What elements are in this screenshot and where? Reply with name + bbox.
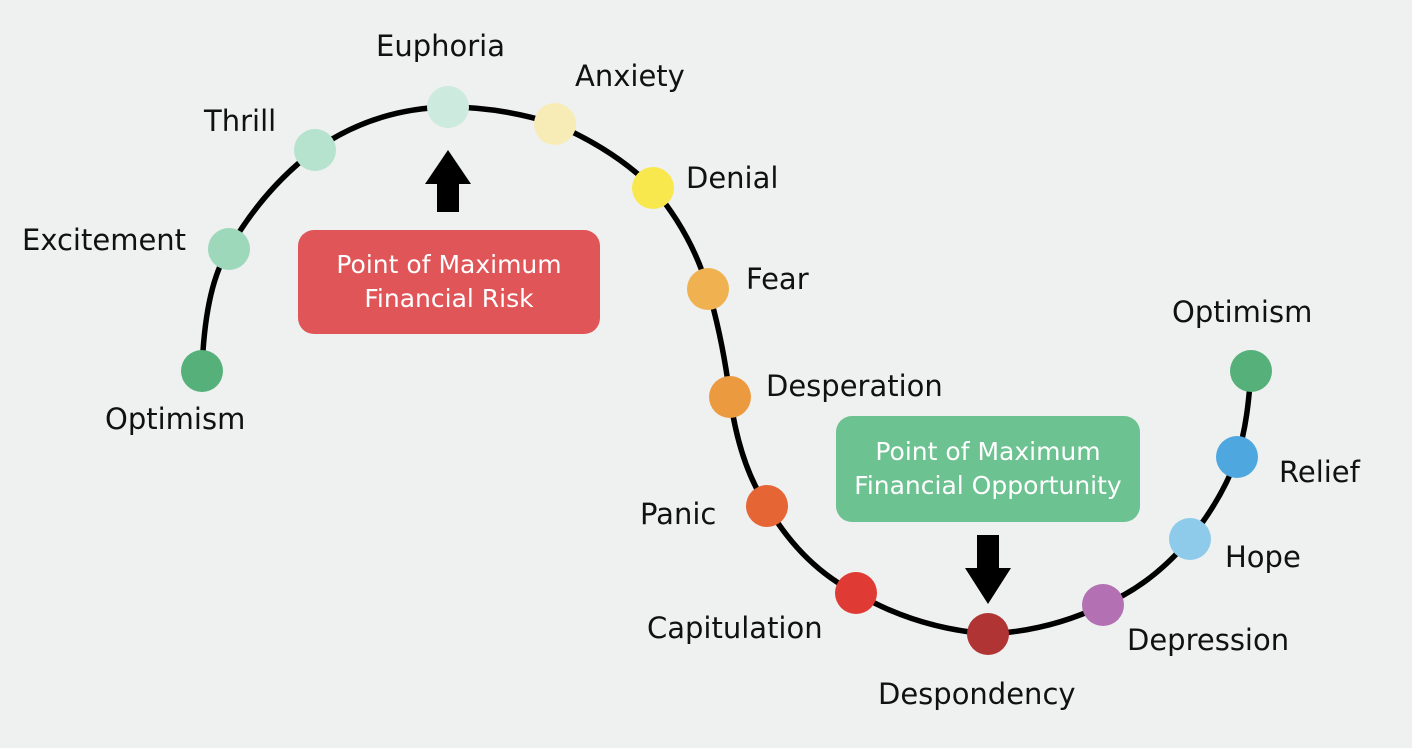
stage-label-panic: Panic bbox=[640, 497, 717, 531]
arrow-up-icon bbox=[425, 150, 471, 212]
stage-label-fear: Fear bbox=[746, 262, 809, 296]
stage-label-optimism: Optimism bbox=[1172, 295, 1313, 329]
max-risk-callout: Point of Maximum Financial Risk bbox=[298, 230, 600, 334]
max-risk-line2: Financial Risk bbox=[364, 284, 534, 313]
stage-node-depression bbox=[1082, 584, 1124, 626]
arrow-down-icon bbox=[965, 535, 1011, 604]
stage-label-despondency: Despondency bbox=[878, 677, 1076, 711]
stage-label-capitulation: Capitulation bbox=[647, 611, 823, 645]
stage-label-desperation: Desperation bbox=[766, 369, 943, 403]
stage-node-denial bbox=[632, 167, 674, 209]
stage-node-excitement bbox=[208, 228, 250, 270]
stage-node-anxiety bbox=[534, 103, 576, 145]
stage-node-panic bbox=[746, 485, 788, 527]
stage-label-anxiety: Anxiety bbox=[575, 59, 685, 93]
stage-node-optimism bbox=[1230, 350, 1272, 392]
stage-label-hope: Hope bbox=[1225, 540, 1301, 574]
stage-node-despondency bbox=[967, 613, 1009, 655]
stage-node-hope bbox=[1169, 518, 1211, 560]
max-opportunity-callout: Point of Maximum Financial Opportunity bbox=[836, 416, 1140, 522]
stage-label-depression: Depression bbox=[1127, 623, 1290, 657]
stage-node-relief bbox=[1216, 436, 1258, 478]
stage-label-thrill: Thrill bbox=[204, 104, 277, 138]
stage-node-capitulation bbox=[835, 572, 877, 614]
stage-label-relief: Relief bbox=[1279, 455, 1360, 489]
stage-label-denial: Denial bbox=[686, 161, 779, 195]
max-risk-line1: Point of Maximum bbox=[336, 250, 562, 279]
stage-nodes bbox=[181, 86, 1272, 655]
stage-node-thrill bbox=[294, 129, 336, 171]
stage-node-fear bbox=[687, 268, 729, 310]
max-opportunity-line2: Financial Opportunity bbox=[854, 471, 1122, 500]
stage-node-optimism bbox=[181, 350, 223, 392]
stage-label-excitement: Excitement bbox=[22, 223, 187, 257]
stage-label-euphoria: Euphoria bbox=[376, 29, 505, 63]
stage-label-optimism: Optimism bbox=[105, 402, 246, 436]
stage-node-euphoria bbox=[427, 86, 469, 128]
max-opportunity-line1: Point of Maximum bbox=[875, 437, 1101, 466]
stage-node-desperation bbox=[709, 376, 751, 418]
